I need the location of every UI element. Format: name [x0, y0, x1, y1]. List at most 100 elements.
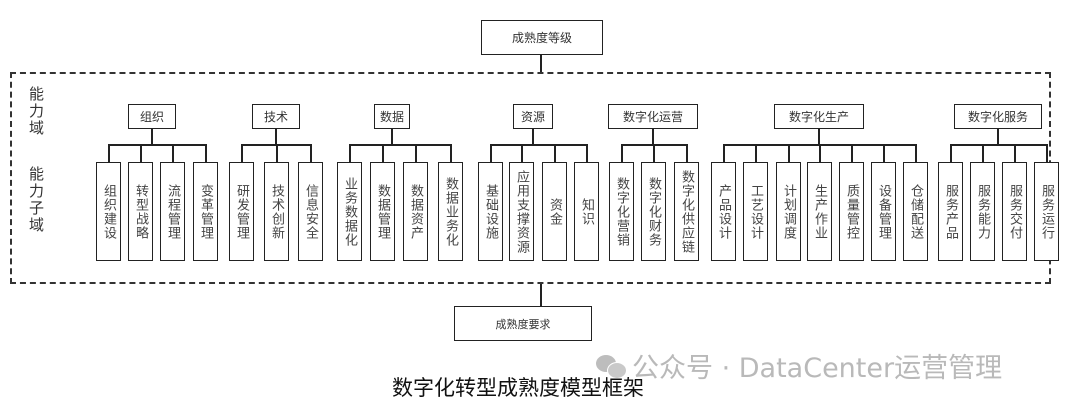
subdomain-label: 服务产品 [943, 183, 958, 240]
watermark-text: 公众号 · DataCenter运营管理 [632, 353, 1003, 384]
connector-subdomain [620, 144, 623, 162]
domain-box: 数字化服务 [954, 104, 1042, 129]
connector-bottom [540, 284, 542, 307]
connector-domain-down [391, 129, 393, 144]
maturity-level-box: 成熟度等级 [481, 20, 603, 55]
figure-caption: 数字化转型成熟度模型框架 [392, 376, 644, 400]
connector-subdomain [171, 144, 174, 162]
domain-label: 资源 [520, 110, 545, 124]
subdomain-label: 应用支撑资源 [514, 169, 529, 254]
connector-subdomain [882, 144, 885, 162]
connector-subdomain [309, 144, 312, 162]
connector-subdomain [1045, 144, 1048, 162]
subdomain-box: 工艺设计 [743, 162, 768, 261]
subdomain-box: 资金 [542, 162, 567, 261]
domain-box: 技术 [252, 104, 300, 129]
subdomain-label: 服务运行 [1039, 183, 1054, 240]
connector-subdomain [449, 144, 452, 162]
subdomain-box: 数据业务化 [438, 162, 463, 261]
subdomain-box: 数据管理 [370, 162, 395, 261]
wechat-icon [596, 353, 627, 379]
subdomain-label: 研发管理 [234, 183, 249, 240]
subdomain-label: 数字化财务 [646, 176, 661, 247]
connector-top [540, 54, 542, 73]
subdomain-box: 技术创新 [264, 162, 289, 261]
subdomain-label: 产品设计 [716, 183, 731, 240]
subdomain-label: 数据业务化 [443, 176, 458, 247]
subdomain-box: 数据资产 [403, 162, 428, 261]
domain-label: 数据 [379, 110, 404, 124]
subdomain-label: 组织建设 [101, 183, 116, 240]
subdomain-box: 产品设计 [711, 162, 736, 261]
connector-subdomain [139, 144, 142, 162]
connector-subdomain [204, 144, 207, 162]
subdomain-box: 知识 [574, 162, 599, 261]
subdomain-box: 数字化财务 [641, 162, 666, 261]
subdomain-label: 流程管理 [165, 183, 180, 240]
connector-subdomain [381, 144, 384, 162]
subdomain-label: 数字化供应链 [679, 169, 694, 254]
subdomain-box: 数字化营销 [609, 162, 634, 261]
subdomain-box: 转型战略 [128, 162, 153, 261]
connector-subdomain [652, 144, 655, 162]
subdomain-label: 数据资产 [408, 183, 423, 240]
subdomain-label: 数据管理 [375, 183, 390, 240]
domain-label: 组织 [139, 110, 164, 124]
domain-box: 数字化运营 [608, 104, 698, 129]
subdomain-label: 计划调度 [781, 183, 796, 240]
connector-subdomain [981, 144, 984, 162]
subdomain-box: 服务产品 [938, 162, 963, 261]
subdomain-box: 应用支撑资源 [509, 162, 534, 261]
connector-subdomain [914, 144, 917, 162]
domain-label: 数字化服务 [967, 110, 1028, 124]
connector-domain-down [652, 129, 654, 144]
connector-subdomain [107, 144, 110, 162]
connector-subdomain [754, 144, 757, 162]
connector-domain-down [818, 129, 820, 144]
connector-domain-down [151, 129, 153, 144]
subdomain-box: 计划调度 [776, 162, 801, 261]
subdomain-label: 质量管控 [844, 183, 859, 240]
watermark: 公众号 · DataCenter运营管理 [596, 346, 1002, 385]
domain-box: 资源 [513, 104, 553, 129]
connector-subdomain [685, 144, 688, 162]
subdomain-box: 研发管理 [229, 162, 254, 261]
connector-domain-down [275, 129, 277, 144]
connector-subdomain [553, 144, 556, 162]
connector-domain-bar [949, 144, 1048, 146]
maturity-requirement-box: 成熟度要求 [454, 306, 592, 341]
domain-label: 数字化生产 [788, 110, 849, 124]
subdomain-label: 资金 [547, 197, 562, 226]
subdomain-label: 设备管理 [876, 183, 891, 240]
connector-subdomain [1013, 144, 1016, 162]
subdomain-box: 信息安全 [298, 162, 323, 261]
connector-subdomain [585, 144, 588, 162]
subdomain-label: 业务数据化 [342, 176, 357, 247]
subdomain-label: 工艺设计 [748, 183, 763, 240]
subdomain-label: 技术创新 [269, 183, 284, 240]
subdomain-box: 仓储配送 [903, 162, 928, 261]
domain-label: 数字化运营 [622, 110, 683, 124]
connector-subdomain [275, 144, 278, 162]
subdomain-label: 变革管理 [198, 183, 213, 240]
maturity-level-label: 成熟度等级 [511, 31, 572, 45]
subdomain-box: 流程管理 [160, 162, 185, 261]
domain-label: 技术 [263, 110, 288, 124]
subdomain-label: 信息安全 [303, 183, 318, 240]
maturity-requirement-label: 成熟度要求 [495, 317, 551, 331]
connector-subdomain [414, 144, 417, 162]
connector-subdomain [520, 144, 523, 162]
subdomain-label: 服务交付 [1007, 183, 1022, 240]
domain-box: 数据 [374, 104, 410, 129]
subdomain-label: 仓储配送 [908, 183, 923, 240]
connector-subdomain [850, 144, 853, 162]
subdomain-box: 质量管控 [839, 162, 864, 261]
connector-subdomain [818, 144, 821, 162]
subdomain-box: 业务数据化 [337, 162, 362, 261]
connector-subdomain [489, 144, 492, 162]
connector-domain-bar [107, 144, 207, 146]
subdomain-label: 生产作业 [812, 183, 827, 240]
subdomain-box: 组织建设 [96, 162, 121, 261]
domain-box: 数字化生产 [774, 104, 864, 129]
connector-domain-bar [348, 144, 452, 146]
